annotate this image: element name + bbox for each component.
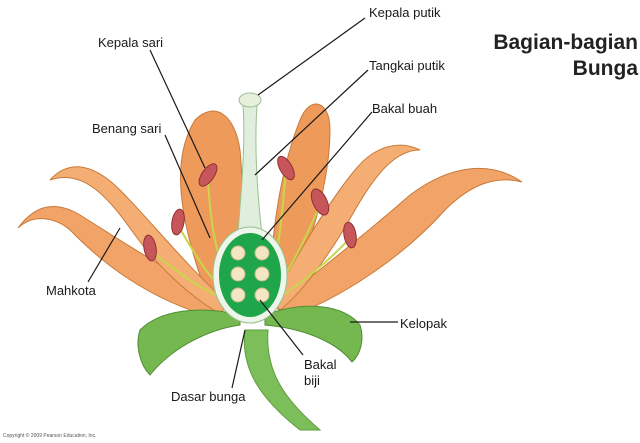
anther bbox=[143, 234, 157, 262]
ovary bbox=[219, 233, 281, 317]
label-bakal-biji-line2: biji bbox=[304, 373, 320, 388]
label-kelopak: Kelopak bbox=[400, 316, 447, 331]
anther bbox=[277, 155, 295, 181]
leader-bakal-biji bbox=[259, 299, 304, 356]
ovule bbox=[230, 287, 246, 303]
copyright-text: Copyright © 2009 Pearson Education, Inc. bbox=[3, 433, 97, 439]
leader-kepala-sari bbox=[149, 49, 206, 169]
ovule bbox=[230, 266, 246, 282]
label-dasar-bunga: Dasar bunga bbox=[171, 389, 246, 404]
ovules bbox=[230, 245, 270, 303]
label-tangkai-putik: Tangkai putik bbox=[369, 58, 445, 73]
label-bakal-buah: Bakal buah bbox=[372, 101, 438, 116]
label-kepala-sari: Kepala sari bbox=[98, 35, 164, 50]
title-line-1: Bagian-bagian bbox=[493, 31, 638, 54]
stigma bbox=[238, 92, 262, 108]
petal-left-upper bbox=[49, 166, 226, 316]
title-line-2: Bunga bbox=[572, 57, 638, 80]
diagram-title: Bagian-bagian Bunga bbox=[493, 30, 638, 82]
leader-bakal-buah bbox=[261, 111, 373, 241]
leader-lines bbox=[87, 17, 398, 389]
ovule bbox=[254, 245, 270, 261]
leader-mahkota bbox=[87, 227, 121, 283]
ovule bbox=[254, 266, 270, 282]
petal-left bbox=[17, 206, 229, 319]
label-kepala-putik: Kepala putik bbox=[369, 5, 441, 20]
sepal-right bbox=[264, 305, 363, 363]
petal-right bbox=[274, 167, 523, 319]
anthers bbox=[143, 155, 357, 262]
leader-benang-sari bbox=[164, 134, 211, 239]
anther bbox=[198, 163, 218, 187]
label-mahkota: Mahkota bbox=[46, 283, 96, 298]
leader-dasar-bunga bbox=[231, 329, 246, 389]
anther bbox=[343, 221, 357, 249]
anther bbox=[310, 188, 330, 216]
label-benang-sari: Benang sari bbox=[92, 121, 162, 136]
ovule bbox=[254, 287, 270, 303]
anther bbox=[171, 208, 185, 236]
flower-stem bbox=[243, 329, 322, 431]
ovule bbox=[230, 245, 246, 261]
sepal-left bbox=[137, 309, 241, 376]
leader-tangkai-putik bbox=[254, 69, 369, 176]
label-bakal-biji-line1: Bakal bbox=[304, 357, 337, 372]
leader-kepala-putik bbox=[257, 17, 366, 96]
